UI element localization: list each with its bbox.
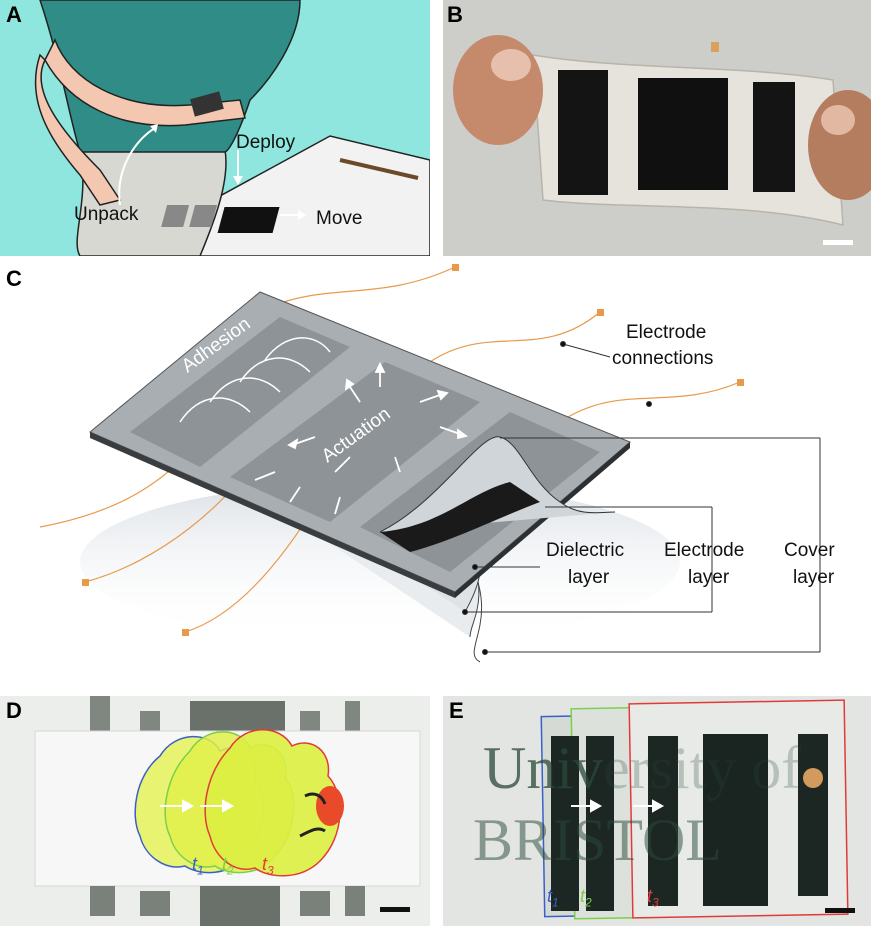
panel-e-photo	[443, 696, 871, 926]
wire-5	[429, 311, 601, 363]
electrode-connections-label-1: Electrode	[626, 322, 707, 343]
external-link-icon	[803, 768, 823, 788]
robot-marker	[316, 786, 344, 826]
e-motion-arrows	[571, 799, 665, 813]
panel-b: B	[443, 0, 871, 256]
strip-2	[586, 736, 614, 911]
e-t1-label: t1	[547, 886, 559, 910]
panel-d-photo	[0, 696, 430, 926]
unpack-label: Unpack	[74, 204, 139, 225]
electrode-center	[638, 78, 728, 190]
leader-lines	[462, 341, 821, 655]
deploy-label: Deploy	[236, 132, 296, 153]
top-clamps	[90, 696, 360, 733]
panel-b-photo	[443, 0, 871, 256]
electrode-layer-label-2: layer	[688, 567, 730, 588]
panel-d-label: D	[6, 698, 22, 723]
actuation-arrows	[254, 361, 469, 515]
actuation-pad	[230, 362, 480, 522]
strip-5	[798, 734, 828, 896]
panel-a-illustration	[34, 0, 430, 256]
d-t2-label: t2	[222, 854, 234, 878]
move-label: Move	[316, 208, 363, 229]
d-t1-label: t1	[192, 854, 204, 878]
arm-left	[34, 53, 122, 206]
electrode-layer-curl	[380, 482, 540, 552]
e-t3-label: t3	[647, 886, 659, 910]
panel-b-label: B	[447, 2, 463, 27]
device-on-table	[161, 205, 280, 233]
electrode-left	[558, 70, 608, 195]
d-t3-label: t3	[262, 854, 274, 878]
electrode-right	[753, 82, 795, 192]
thumb-left	[453, 35, 543, 145]
panel-c-label: C	[6, 266, 22, 291]
strip-3	[648, 736, 678, 906]
panel-c-diagram	[39, 264, 821, 663]
dielectric-label-1: Dielectric	[546, 540, 625, 561]
motion-arrows	[160, 799, 235, 813]
e-t2-label: t2	[580, 886, 592, 910]
scale-bar	[380, 907, 410, 912]
e-bg-text-2: BRISTOL	[473, 807, 722, 873]
panel-d: D t1 t2 t3	[0, 696, 430, 926]
pencil-icon	[339, 158, 419, 180]
strip-4	[703, 734, 768, 906]
pants	[76, 149, 227, 256]
robot-t3	[204, 729, 341, 877]
panel-c: C Adhesion Actuation Electrode connectio…	[0, 262, 871, 686]
device-in-hand	[190, 91, 224, 117]
scale-bar	[825, 908, 855, 913]
bottom-clamps	[90, 886, 365, 926]
scale-bar	[823, 240, 853, 245]
panel-e: University of BRISTOL E t1 t2 t3	[443, 696, 871, 926]
connector-pad	[711, 42, 719, 52]
strip-1	[551, 736, 579, 911]
arm-right	[44, 38, 246, 127]
dielectric-label-2: layer	[568, 567, 610, 588]
adhesion-arcs	[179, 337, 331, 423]
panel-a: A Unpack Deploy Move	[0, 0, 430, 256]
electrode-connections-label-2: connections	[612, 348, 714, 369]
electrode-layer-label-1: Electrode	[664, 540, 745, 561]
cover-layer-label-2: layer	[793, 567, 835, 588]
wire-4	[269, 266, 456, 308]
wire-6	[559, 381, 741, 423]
adhesion-pad	[130, 317, 350, 467]
panel-e-label: E	[449, 698, 464, 723]
e-bg-text-1: University of	[483, 735, 802, 801]
panel-a-label: A	[6, 2, 22, 27]
cover-layer-label-1: Cover	[784, 540, 835, 561]
